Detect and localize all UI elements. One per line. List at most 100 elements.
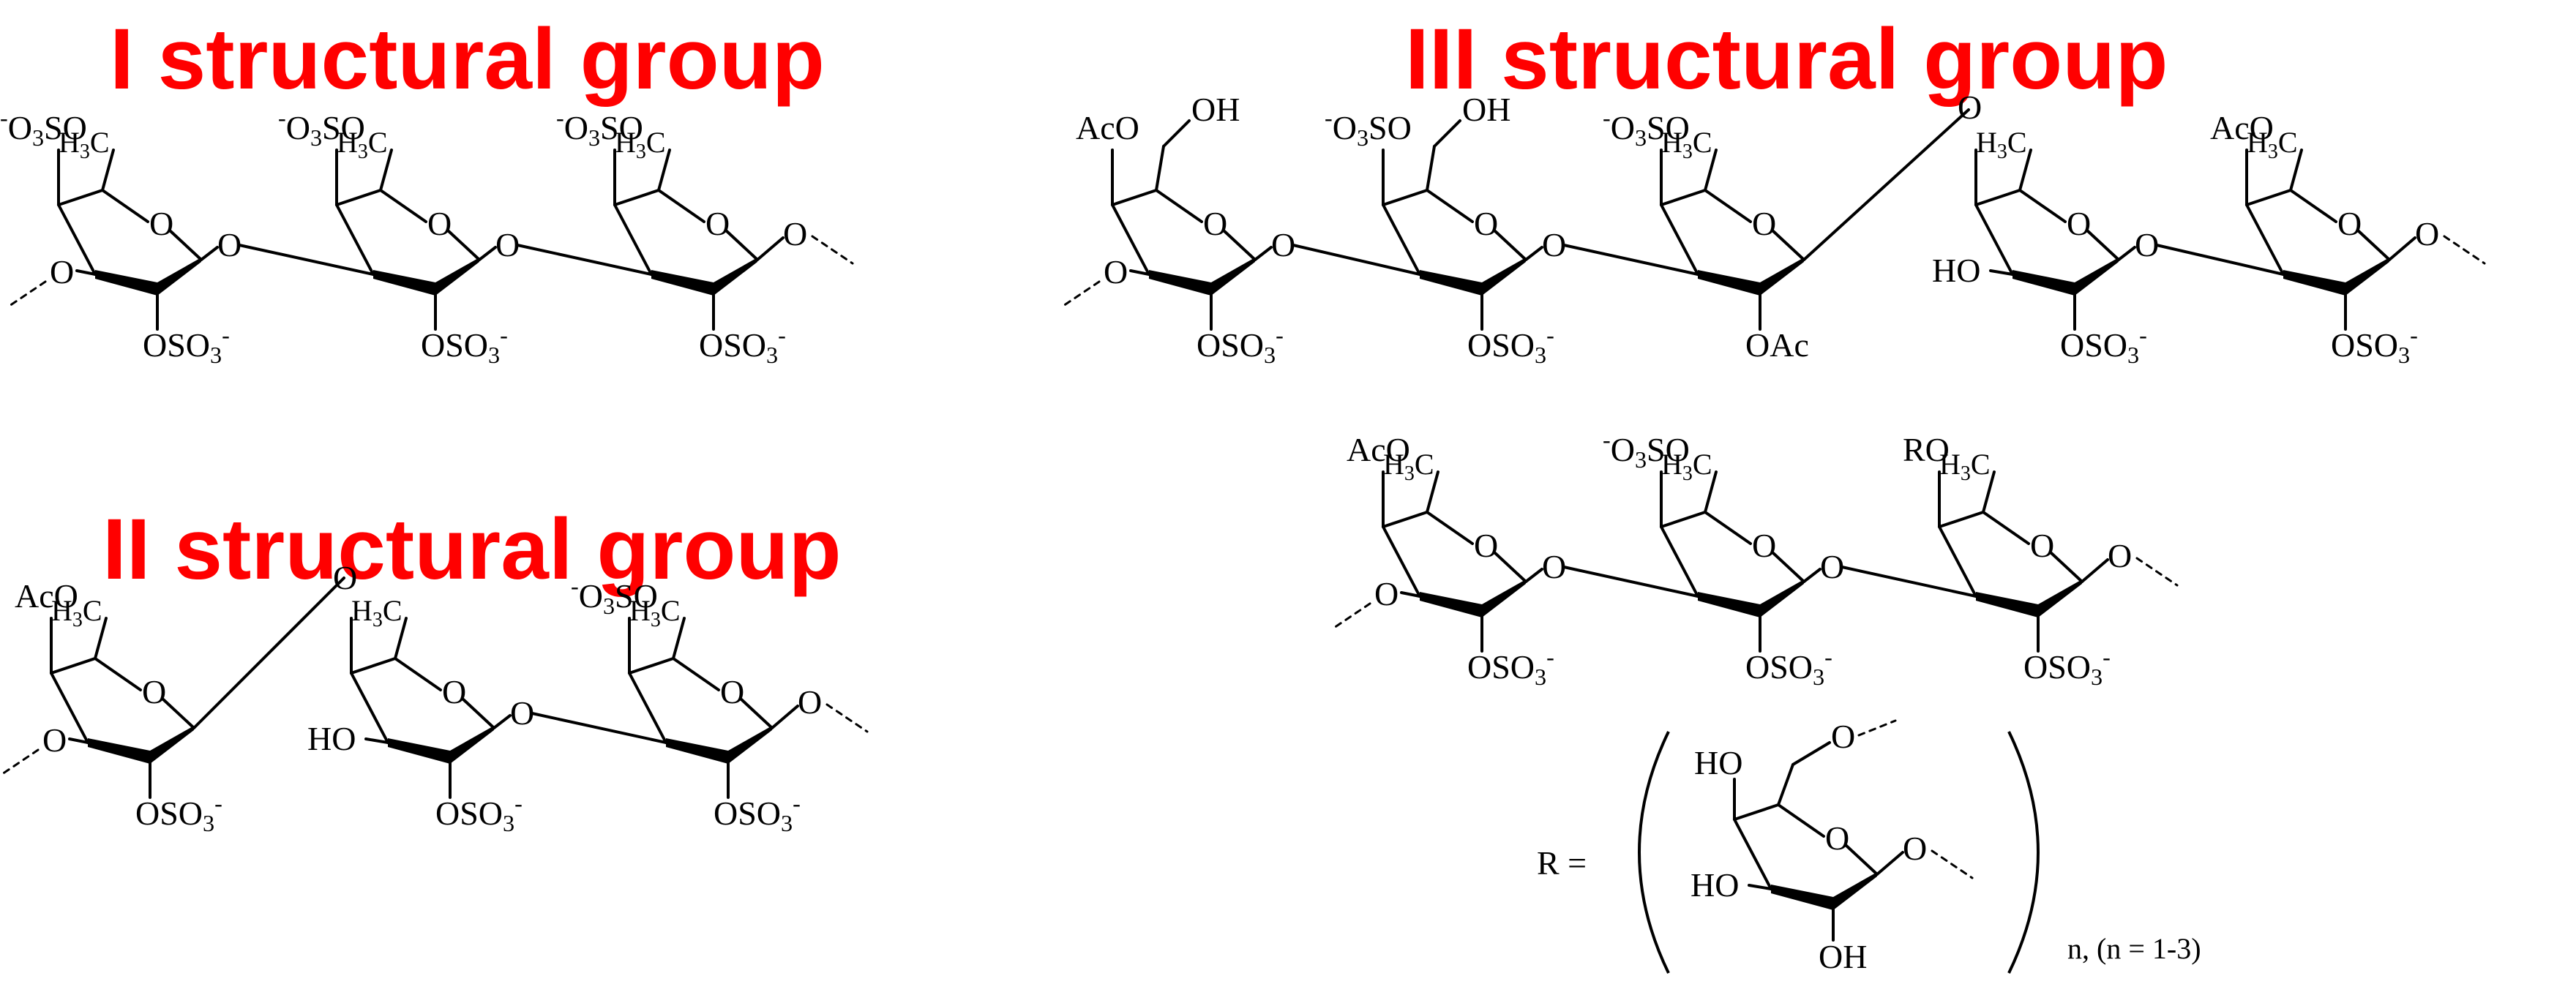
ring-front-bond — [1760, 258, 1804, 296]
atom-label-ring-oxygen: O — [1820, 548, 1844, 585]
atom-label-sulfate-top: -O3SO — [1603, 427, 1690, 473]
ring-bond — [2356, 229, 2391, 261]
ring-bond — [379, 189, 427, 223]
ring-bond — [57, 203, 97, 276]
substituent-bond — [1400, 591, 1421, 598]
ring-bond — [613, 203, 653, 276]
substituent-bond — [2289, 149, 2303, 192]
atom-label-sulfate-bottom: OSO3- — [1745, 644, 1832, 690]
ring-bond — [613, 189, 660, 206]
atom-label-ring-oxygen: O — [1542, 226, 1566, 263]
atom-label-ring-oxygen: O — [1903, 830, 1927, 867]
ring-front-bond — [1482, 258, 1526, 296]
ring-front-bond — [157, 258, 201, 296]
substituent-bond — [1433, 119, 1461, 148]
ring-front-bond — [1760, 579, 1804, 617]
structure-layer: O-O3SOH3COOSO3-O-O3SOH3COSO3-O-O3SOH3COS… — [0, 89, 2486, 975]
ring-front-bond — [2345, 258, 2389, 296]
ring-bond — [1938, 525, 1977, 598]
atom-label-sulfate-bottom: OSO3- — [1467, 322, 1554, 368]
atom-label-methyl: H3C — [51, 594, 102, 631]
substituent-bond — [101, 149, 115, 192]
atom-label-hydroxyl-left: HO — [1932, 252, 1980, 289]
atom-label-ring-oxygen: O — [2415, 215, 2439, 252]
ring-bond — [1974, 203, 2014, 276]
ring-front-bond — [728, 726, 772, 764]
atom-label-ring-oxygen: O — [783, 215, 807, 252]
ring-bond — [1426, 511, 1474, 545]
atom-label-ring-oxygen: O — [42, 721, 67, 759]
atom-label-sulfate-top: -O3SO — [278, 105, 365, 151]
heading-structural-group-1: I structural group — [110, 11, 825, 108]
ring-front-bond — [714, 258, 757, 296]
atom-label-methyl: H3C — [337, 126, 388, 163]
substituent-bond — [394, 617, 408, 660]
atom-label-ring-oxygen: O — [1825, 819, 1849, 857]
ring-bond — [1660, 203, 1699, 276]
ring-front-bond — [1833, 872, 1877, 910]
substituent-bond — [2018, 149, 2032, 192]
ring-bond — [1771, 229, 1805, 261]
atom-label-sulfate-bottom: OSO3- — [699, 322, 786, 368]
atom-label-sulfate-bottom: OSO3- — [421, 322, 508, 368]
ring-bond — [724, 229, 759, 261]
atom-label-ring-oxygen: O — [2067, 205, 2091, 242]
continuation-bond — [811, 235, 854, 265]
substituent-bond — [1162, 119, 1191, 148]
atom-label-ring-oxygen: O — [2108, 537, 2132, 574]
ring-bond — [446, 229, 481, 261]
atom-label-ring-oxygen: O — [510, 694, 534, 732]
glycosidic-bond — [192, 577, 345, 729]
atom-label-ring-oxygen: O — [720, 673, 744, 710]
ring-bond — [461, 697, 495, 729]
substituent-bond — [1876, 851, 1904, 876]
atom-label-ring-oxygen: O — [2337, 205, 2362, 242]
atom-label-ring-oxygen: O — [1374, 575, 1399, 612]
ring-bond — [335, 203, 375, 276]
ring-bond — [1733, 818, 1772, 890]
substituent-bond — [364, 737, 389, 744]
ring-bond — [94, 657, 142, 691]
glycosidic-bond — [516, 244, 653, 276]
atom-label-sulfate-top: -O3SO — [556, 105, 643, 151]
ring-front-bond — [373, 270, 435, 296]
atom-label-ring-oxygen: O — [50, 253, 74, 290]
ring-front-bond — [150, 726, 194, 764]
atom-label-r-group: RO — [1903, 431, 1950, 468]
ring-bond — [1382, 189, 1429, 206]
atom-label-ring-oxygen: O — [1104, 253, 1128, 290]
glycosidic-bond — [238, 244, 375, 276]
ring-front-bond — [2075, 258, 2119, 296]
atom-label-methyl: H3C — [2247, 126, 2298, 163]
atom-label-ring-oxygen: O — [1203, 205, 1227, 242]
glycosidic-bond — [531, 712, 667, 744]
glycosidic-bond — [478, 246, 497, 261]
atom-label-sulfate-bottom: OSO3- — [2060, 322, 2147, 368]
atom-label-ring-oxygen: O — [142, 673, 166, 710]
heading-structural-group-2: II structural group — [102, 501, 842, 598]
ring-bond — [1660, 525, 1699, 598]
ring-front-bond — [95, 270, 157, 296]
ring-front-bond — [1420, 592, 1482, 617]
ring-bond — [350, 657, 397, 675]
glycosidic-bond — [1562, 566, 1699, 598]
glycosidic-bond — [2155, 244, 2285, 276]
ring-bond — [1771, 551, 1805, 583]
ring-front-bond — [1698, 270, 1760, 296]
atom-label-ring-oxygen: O — [1271, 226, 1295, 263]
atom-label-sulfate-top: -O3SO — [571, 573, 658, 619]
glycosidic-bond — [1524, 246, 1543, 261]
ring-bond — [1493, 229, 1527, 261]
ring-front-bond — [1211, 258, 1255, 296]
substituent-bond — [1982, 470, 1996, 514]
substituent-bond — [94, 617, 108, 660]
substituent-bond — [672, 617, 686, 660]
atom-label-ring-oxygen: O — [1831, 718, 1855, 755]
ring-bond — [2289, 189, 2337, 223]
atom-label-sulfate-bottom: OSO3- — [714, 790, 801, 836]
ring-bond — [1777, 803, 1825, 838]
ring-bond — [50, 672, 89, 744]
continuation-bond — [2443, 235, 2486, 265]
ring-bond — [1382, 203, 1421, 276]
